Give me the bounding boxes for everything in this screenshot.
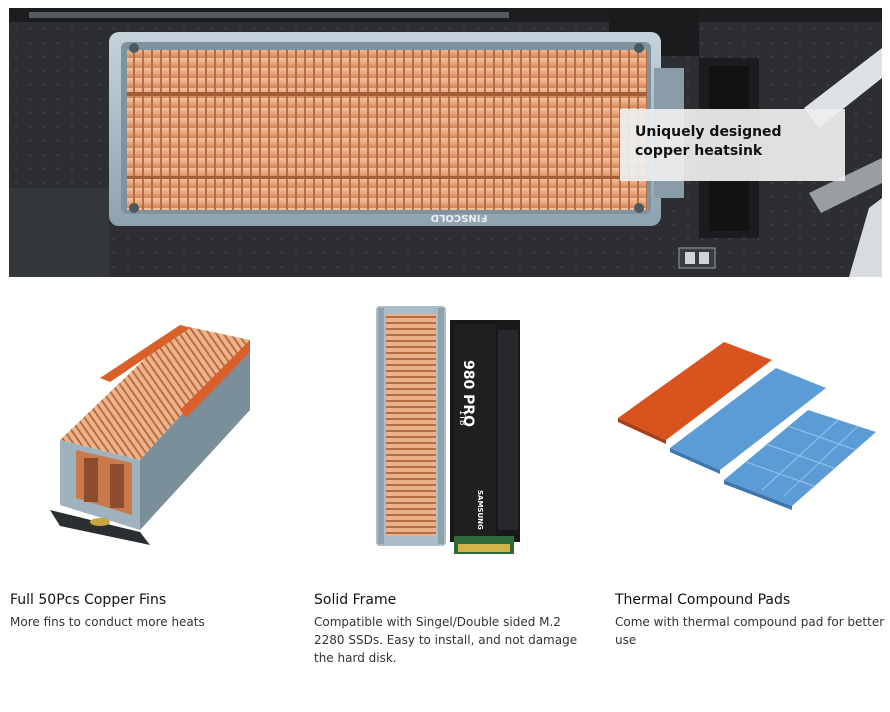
- ssd-model-text: 980 PRO: [460, 360, 476, 427]
- hero-callout: Uniquely designed copper heatsink: [620, 109, 845, 181]
- feature-image-copper-fins: [40, 300, 260, 550]
- feature-image-solid-frame: 980 PRO 1TB SAMSUNG: [368, 300, 528, 562]
- feature-desc-copper-fins: More fins to conduct more heats: [10, 615, 205, 629]
- ssd-brand-text: SAMSUNG: [476, 490, 484, 530]
- feature-desc-thermal-pads: Come with thermal compound pad for bette…: [615, 615, 885, 647]
- hero-brand-text: FINSCOLD: [431, 212, 488, 223]
- feature-title-thermal-pads: Thermal Compound Pads: [615, 592, 791, 608]
- feature-title-copper-fins: Full 50Pcs Copper Fins: [10, 592, 167, 608]
- ssd-capacity-text: 1TB: [458, 410, 467, 425]
- feature-image-thermal-pads: [612, 330, 882, 530]
- feature-title-solid-frame: Solid Frame: [314, 592, 397, 608]
- feature-desc-solid-frame: Compatible with Singel/Double sided M.2 …: [314, 615, 578, 665]
- hero-banner: FINSCOLD Uniquely designed copper heatsi…: [9, 8, 882, 277]
